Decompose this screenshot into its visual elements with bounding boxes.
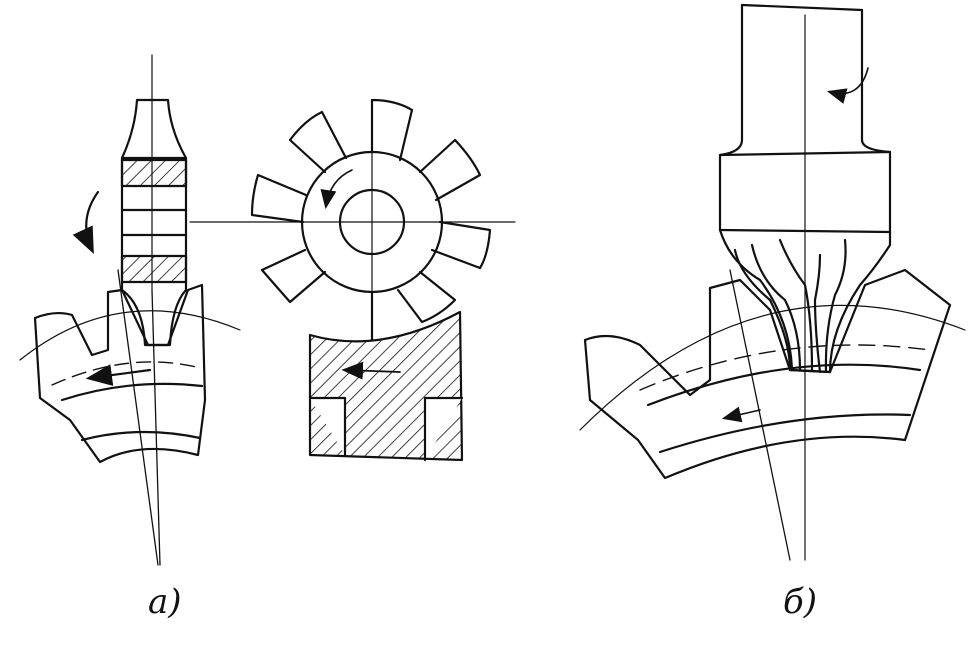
panel-a-workpiece-section <box>308 310 464 462</box>
panel-b-end-mill <box>718 3 892 561</box>
panel-b-gear-segment <box>579 268 966 480</box>
panel-b-label: б) <box>783 582 818 622</box>
panel-a-disc-cutter-front <box>189 98 516 342</box>
panel-a-disc-cutter-side <box>120 54 188 347</box>
rotation-arrow-icon <box>72 190 100 254</box>
panel-a-gear-segment <box>19 283 241 464</box>
panel-a-label: а) <box>148 582 182 622</box>
